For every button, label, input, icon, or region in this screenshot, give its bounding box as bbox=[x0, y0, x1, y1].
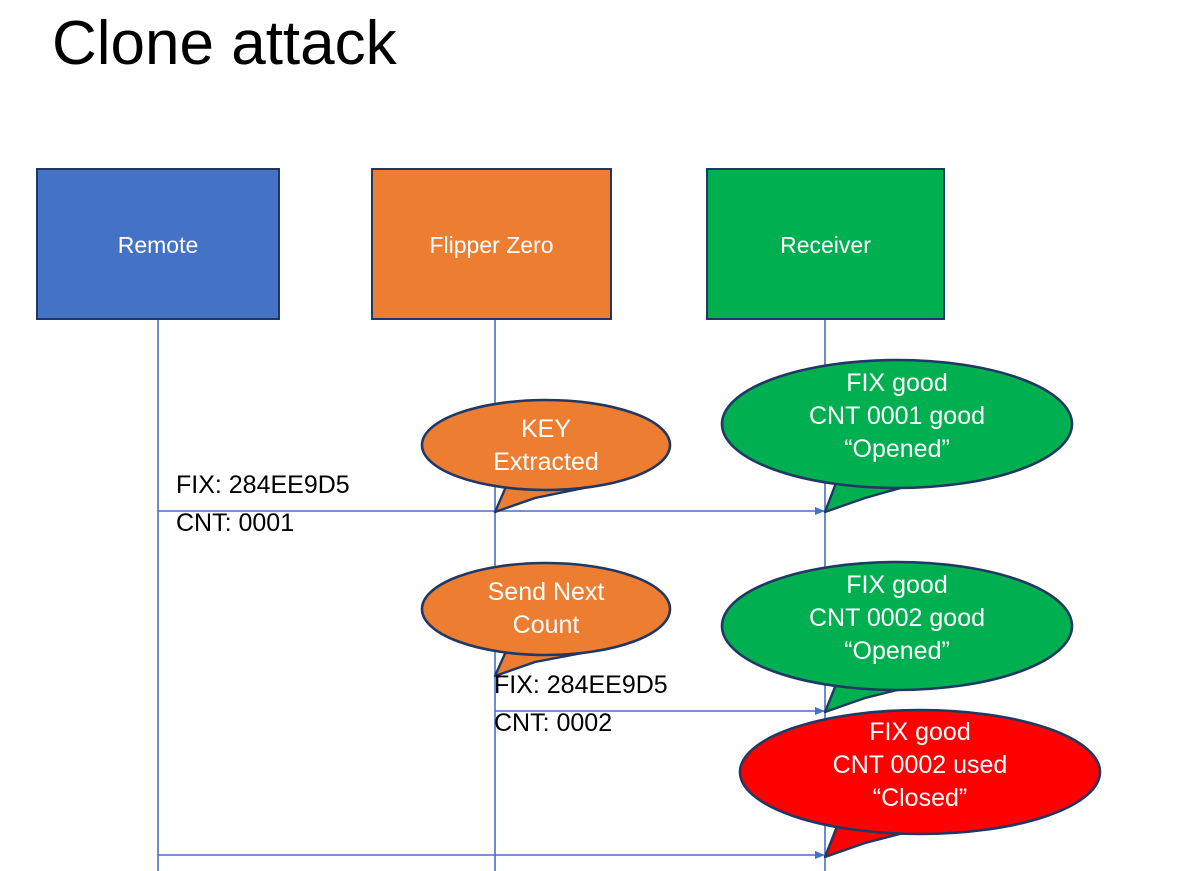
page-title: Clone attack bbox=[52, 9, 397, 78]
actor-label-flipper: Flipper Zero bbox=[429, 232, 554, 258]
callout-bubble-receiver-ack-0001 bbox=[720, 358, 1074, 490]
callout-bubble-key-extracted bbox=[420, 398, 672, 492]
callout-balloons-group bbox=[420, 358, 1102, 859]
message-label-msg2-line2: CNT: 0002 bbox=[494, 709, 613, 737]
callout-bubble-receiver-reject-0002 bbox=[738, 708, 1102, 836]
actor-box-receiver[interactable]: Receiver bbox=[706, 168, 945, 320]
message-label-msg1-line2: CNT: 0001 bbox=[176, 509, 295, 537]
callout-key-extracted[interactable] bbox=[420, 398, 672, 514]
message-label-msg1-line1: FIX: 284EE9D5 bbox=[176, 471, 350, 499]
callout-bubble-receiver-ack-0002 bbox=[720, 560, 1074, 692]
actor-box-flipper[interactable]: Flipper Zero bbox=[371, 168, 612, 320]
callout-receiver-reject-0002[interactable] bbox=[738, 708, 1102, 859]
message-label-msg2-line1: FIX: 284EE9D5 bbox=[494, 671, 668, 699]
actor-label-remote: Remote bbox=[117, 232, 199, 258]
callout-receiver-ack-0001[interactable] bbox=[720, 358, 1074, 514]
callout-send-next-count[interactable] bbox=[420, 561, 672, 678]
message-arrows-group bbox=[158, 507, 825, 859]
actor-box-remote[interactable]: Remote bbox=[36, 168, 280, 320]
actor-label-receiver: Receiver bbox=[780, 232, 871, 258]
callout-bubble-send-next-count bbox=[420, 561, 672, 657]
callout-receiver-ack-0002[interactable] bbox=[720, 560, 1074, 714]
